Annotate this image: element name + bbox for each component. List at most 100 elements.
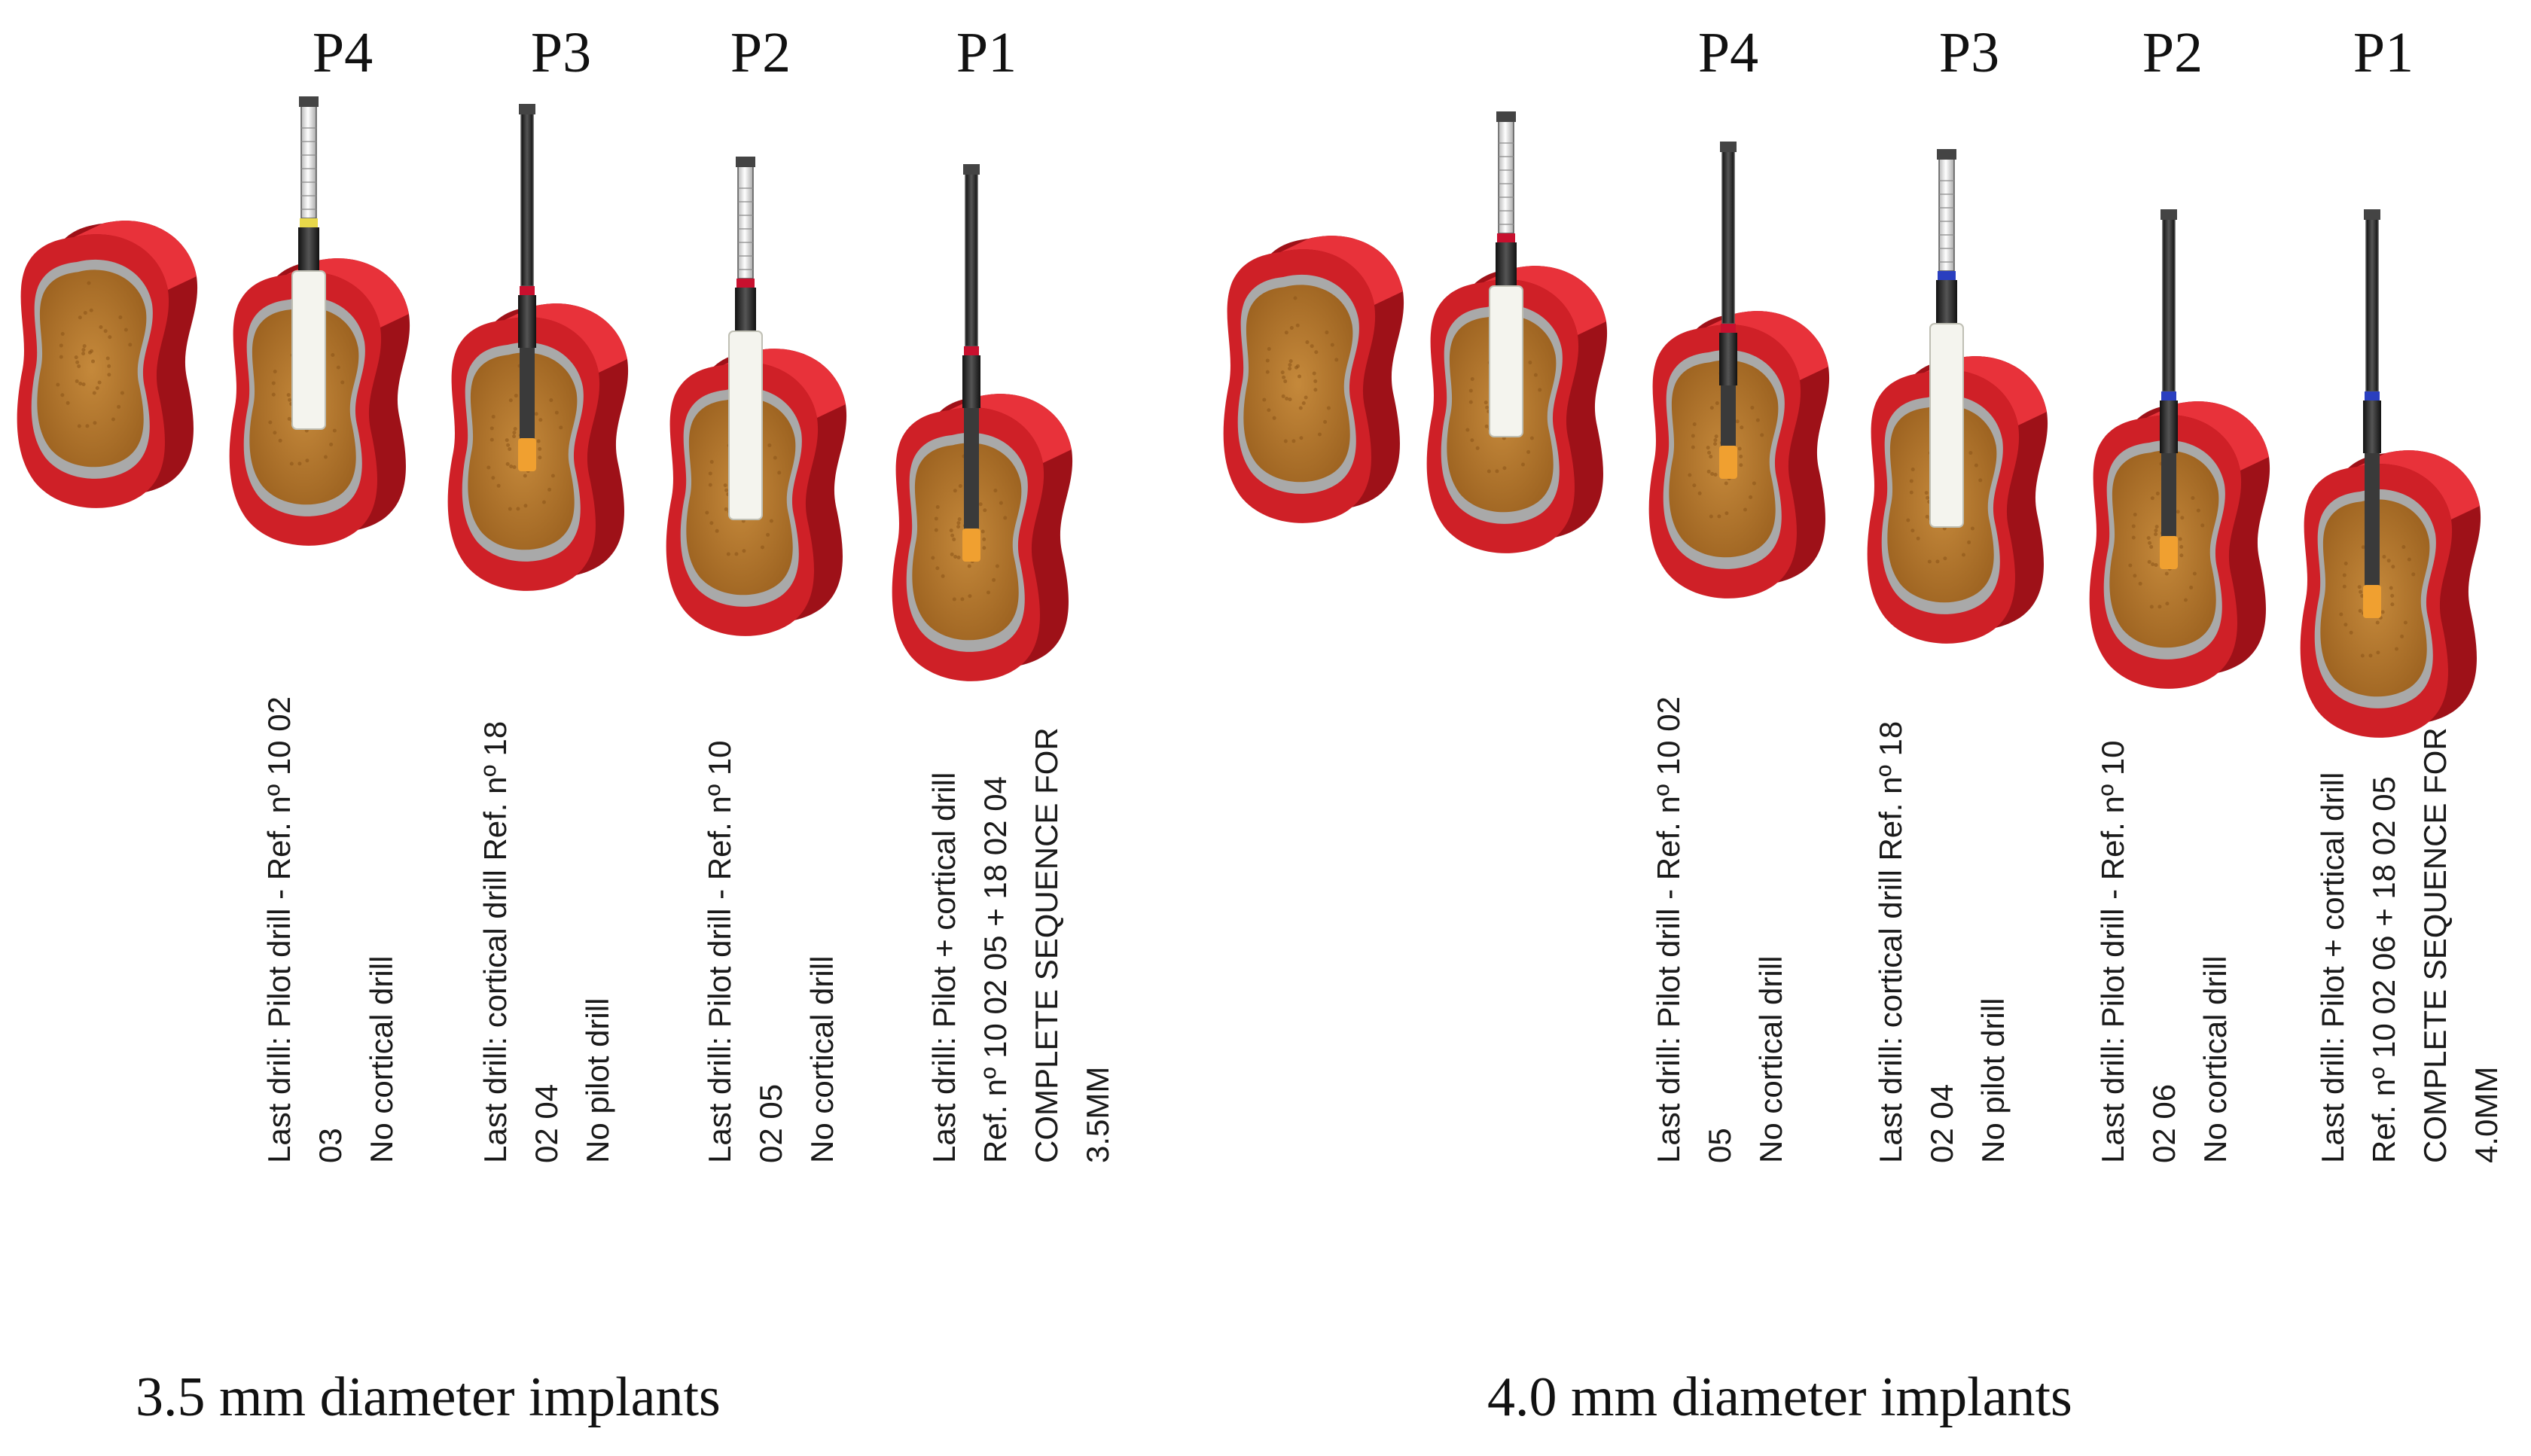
bone-texture-dot (95, 386, 99, 391)
bone-texture-dot (81, 382, 86, 386)
bone-texture-dot (514, 394, 518, 398)
bone-texture-dot (1520, 462, 1525, 467)
bone-texture-dot (287, 416, 291, 421)
bone-texture-dot (77, 424, 81, 428)
drill-cap (519, 104, 535, 114)
step-note-line: 4.0MM (2468, 1067, 2504, 1163)
bone-texture-dot (1291, 439, 1296, 443)
drill-tip (1719, 446, 1737, 479)
bone-texture-dot (1925, 514, 1929, 519)
bone-texture-dot (128, 343, 133, 347)
bone-texture-dot (2368, 653, 2373, 658)
bone-texture-dot (2155, 492, 2160, 496)
bone-texture-dot (1317, 432, 1322, 437)
bone-texture-dot (491, 476, 496, 480)
step-note-line: No cortical drill (1753, 956, 1788, 1163)
bone-texture-dot (549, 398, 553, 403)
drill-shaft (1721, 150, 1735, 324)
bone-texture-dot (1262, 398, 1267, 402)
bone-texture-dot (2189, 585, 2194, 589)
bone-texture-dot (1740, 425, 1744, 430)
bone-texture-dot (92, 391, 96, 395)
step-note-line: Last drill: Pilot drill - Ref. nº 10 (2095, 740, 2130, 1163)
bone-texture-dot (2176, 510, 2180, 514)
bone-texture-dot (1281, 394, 1285, 398)
drill-instrument-final (2363, 209, 2381, 618)
bone-texture-dot (1487, 469, 1491, 474)
bone-texture-dot (2403, 620, 2407, 625)
bone-texture-dot (1526, 449, 1531, 454)
step-note-line: Last drill: cortical drill Ref. nº 18 (1873, 721, 1908, 1163)
step-note-line: 02 05 (753, 1084, 788, 1163)
bone-texture-dot (340, 380, 345, 385)
drill-instrument (291, 96, 326, 430)
bone-texture-dot (956, 555, 961, 559)
bone-top-face (1924, 356, 2047, 425)
bone-texture-dot (1910, 528, 1915, 533)
bone-texture-dot (1910, 468, 1915, 471)
bone-texture-dot (512, 434, 517, 439)
bone-texture-dot (1750, 406, 1755, 410)
bone-texture-dot (2400, 634, 2404, 638)
bone-texture-dot (512, 431, 517, 435)
bone-texture-dot (1978, 478, 1983, 483)
bone-texture-dot (1724, 511, 1729, 516)
bone-texture-dot (512, 465, 517, 469)
bone-texture-dot (1289, 326, 1294, 330)
step-note-line: No cortical drill (804, 956, 840, 1163)
bone-texture-dot (1717, 514, 1721, 519)
bone-texture-dot (1288, 359, 1293, 364)
bone-texture-dot (273, 370, 277, 373)
drill-instrument (1719, 142, 1737, 479)
drill-shaft (737, 165, 754, 279)
drill-cap (963, 164, 980, 175)
bone-texture-dot (1943, 556, 1947, 561)
step-note-line: No pilot drill (580, 998, 615, 1163)
bone-texture-dot (935, 566, 940, 571)
drill-instrument (1489, 111, 1523, 437)
bone-texture-dot (286, 393, 291, 398)
bone-texture-dot (709, 521, 714, 525)
bone-texture-dot (2179, 553, 2184, 558)
bone-texture-dot (1310, 344, 1314, 349)
bone-texture-dot (1935, 559, 1940, 564)
bone-texture-dot (489, 426, 494, 431)
bone-texture-dot (271, 381, 276, 385)
drill-collar (518, 295, 536, 348)
bone-texture-dot (2339, 612, 2343, 617)
bone-texture-dot (2360, 593, 2365, 598)
bone-texture-dot (491, 415, 496, 419)
bone-texture-dot (59, 355, 63, 359)
bone-texture-dot (968, 594, 972, 599)
bone-texture-dot (75, 379, 79, 383)
bone-block-unprepared (17, 221, 198, 508)
bone-texture-dot (541, 500, 546, 504)
bone-texture-dot (2147, 559, 2151, 564)
bone-texture-dot (1299, 436, 1304, 440)
bone-texture-dot (941, 574, 945, 578)
bone-texture-dot (550, 474, 555, 478)
step-note-line: 02 04 (529, 1084, 564, 1163)
osteotomy-site (1489, 285, 1523, 437)
bone-texture-dot (2200, 523, 2205, 528)
bone-block (2089, 401, 2270, 689)
bone-texture-dot (723, 483, 727, 488)
bone-texture-dot (336, 365, 340, 370)
bone-texture-dot (1301, 401, 1306, 406)
bone-texture-dot (105, 356, 110, 361)
bone-block (1648, 311, 1830, 599)
step-note-line: COMPLETE SEQUENCE FOR (1029, 727, 1064, 1163)
drill-color-band (2365, 391, 2380, 401)
bone-texture-dot (1298, 406, 1303, 410)
bone-texture-dot (1267, 347, 1271, 351)
bone-texture-dot (268, 420, 273, 425)
bone-texture-dot (536, 439, 541, 443)
bone-texture-dot (1714, 434, 1718, 439)
bone-texture-dot (2133, 513, 2137, 516)
